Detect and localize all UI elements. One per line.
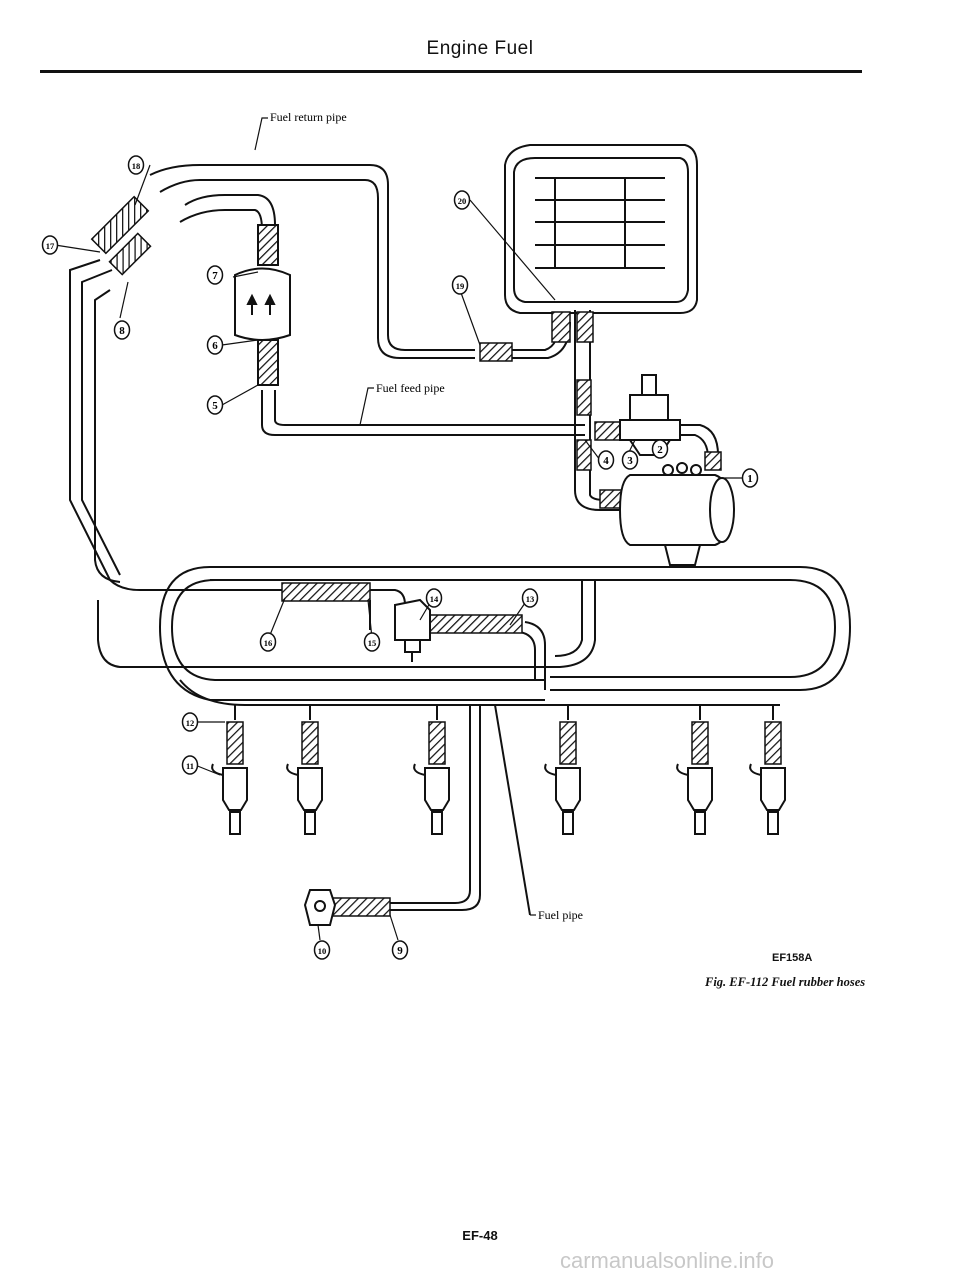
figure-caption: Fig. EF-112 Fuel rubber hoses	[705, 975, 866, 989]
page-header: Engine Fuel	[426, 38, 534, 59]
watermark: carmanualsonline.info	[560, 1248, 775, 1273]
rubber-hoses	[90, 195, 722, 917]
callout-number: 17	[46, 241, 55, 251]
injector-4	[544, 705, 581, 835]
injector-3	[413, 705, 450, 835]
injector-5	[676, 705, 713, 835]
injector-1	[211, 705, 248, 835]
figure-code: EF158A	[772, 952, 813, 964]
callout-number: 8	[119, 325, 125, 337]
fuel-feed-pipe-label: Fuel feed pipe	[376, 381, 445, 395]
callout-7: 7	[206, 265, 224, 285]
fuel-pipe-label: Fuel pipe	[538, 908, 583, 922]
callout-number: 5	[212, 400, 218, 412]
injectors	[211, 705, 786, 835]
callout-10: 10	[313, 940, 331, 960]
pulsation-damper	[394, 598, 431, 662]
callout-17: 17	[41, 235, 59, 255]
fuel-pump	[618, 462, 735, 566]
fuel-tank-cooler	[504, 144, 698, 314]
callout-number: 6	[212, 340, 218, 352]
callout-number: 18	[132, 161, 141, 171]
fuel-filter	[234, 224, 291, 386]
callout-number: 15	[368, 638, 377, 648]
callout-number: 16	[264, 638, 273, 648]
callout-8: 8	[113, 320, 131, 340]
callout-20: 20	[453, 190, 471, 210]
callout-number: 3	[627, 455, 633, 467]
callout-2: 2	[651, 439, 669, 459]
cold-start-valve	[303, 889, 337, 926]
callout-12: 12	[181, 712, 199, 732]
callout-number: 4	[603, 455, 609, 467]
callout-15: 15	[363, 632, 381, 652]
fuel-return-pipe-label: Fuel return pipe	[270, 110, 347, 124]
callout-13: 13	[521, 588, 539, 608]
callout-number: 10	[318, 946, 327, 956]
callout-9: 9	[391, 940, 409, 960]
callout-number: 13	[526, 594, 535, 604]
callout-number: 14	[430, 594, 439, 604]
callout-number: 7	[212, 270, 218, 282]
callout-16: 16	[259, 632, 277, 652]
callout-number: 12	[186, 718, 195, 728]
leader-lines	[54, 117, 745, 941]
header-rule	[40, 70, 862, 73]
pressure-regulator	[619, 374, 681, 456]
callout-number: 19	[456, 281, 465, 291]
callout-19: 19	[451, 275, 469, 295]
injector-6	[749, 705, 786, 835]
injector-2	[286, 705, 323, 835]
callout-3: 3	[621, 450, 639, 470]
callout-18: 18	[127, 155, 145, 175]
callout-4: 4	[597, 450, 615, 470]
page-number: EF-48	[462, 1228, 498, 1243]
callout-number: 1	[747, 473, 753, 485]
callout-14: 14	[425, 588, 443, 608]
callout-6: 6	[206, 335, 224, 355]
callout-number: 20	[458, 196, 467, 206]
callout-1: 1	[741, 468, 759, 488]
callout-5: 5	[206, 395, 224, 415]
callout-number: 2	[657, 444, 663, 456]
callout-11: 11	[181, 755, 199, 775]
callout-number: 9	[397, 945, 403, 957]
callout-number: 11	[186, 761, 194, 771]
